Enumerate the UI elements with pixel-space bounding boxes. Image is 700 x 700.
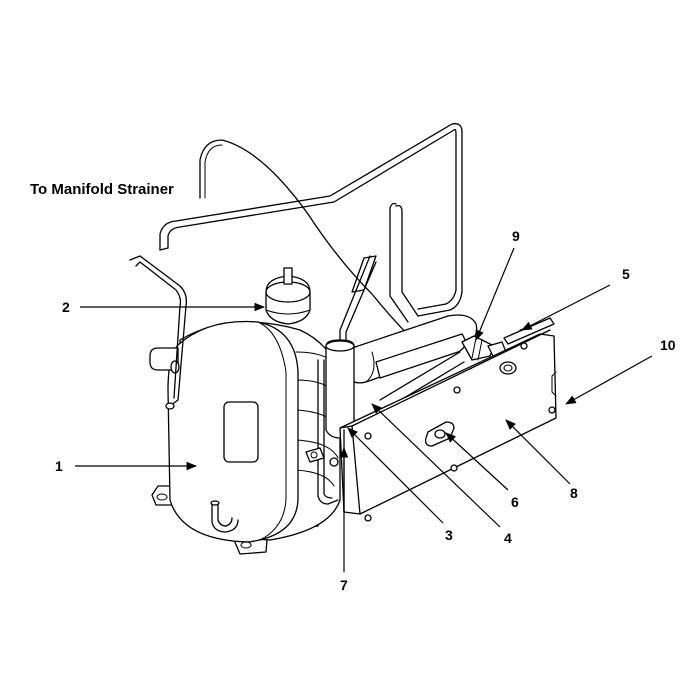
callout-3: 3 [445, 527, 453, 543]
receiver-assembly [317, 314, 507, 505]
callout-5: 5 [622, 266, 630, 282]
callout-8: 8 [570, 485, 578, 501]
callout-9: 9 [512, 228, 520, 244]
suction-tubing [339, 202, 419, 347]
callout-10: 10 [660, 337, 676, 353]
manifold-strainer-caption: To Manifold Strainer [30, 181, 174, 198]
callout-4: 4 [504, 530, 512, 546]
start-relay [265, 267, 311, 325]
compressor [129, 255, 341, 555]
discharge-tubing [159, 123, 463, 351]
callout-1: 1 [55, 458, 63, 474]
callout-2: 2 [62, 299, 70, 315]
callout-6: 6 [511, 494, 519, 510]
callout-7: 7 [340, 577, 348, 593]
callout-leaders [75, 247, 653, 572]
mounting-bracket [305, 317, 557, 522]
